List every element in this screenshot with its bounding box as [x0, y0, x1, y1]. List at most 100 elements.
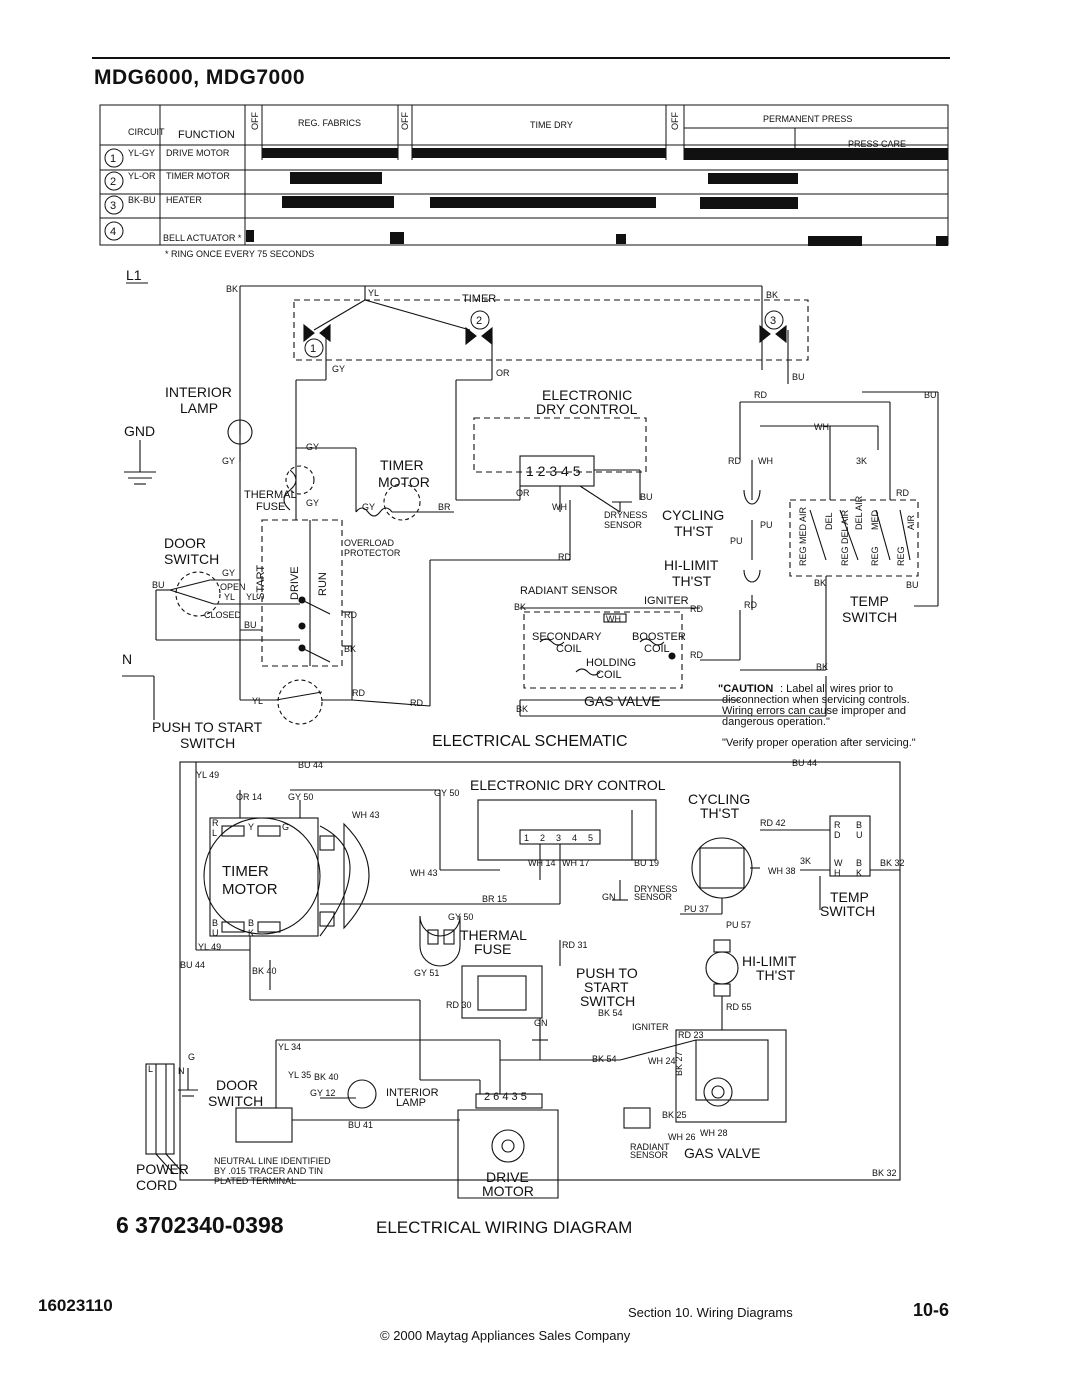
wire-label: BU 41: [348, 1120, 373, 1130]
l1-label: L1: [126, 267, 142, 283]
wire-label: RD: [690, 650, 703, 660]
chart-row-3: 3 BK-BU HEATER: [104, 195, 202, 215]
wire-label: YL: [246, 592, 257, 602]
temp-term: D: [834, 830, 841, 840]
row-function: DRIVE MOTOR: [166, 148, 230, 158]
edc-pin: 1: [524, 833, 529, 843]
wd-push-label-3: SWITCH: [580, 993, 635, 1009]
wire-label: OR: [516, 488, 530, 498]
temp-pos: REG DEL AIR: [840, 509, 850, 566]
temp-term: H: [834, 868, 841, 878]
thermal-fuse-label-1: THERMAL: [244, 489, 297, 501]
timer-term: Y: [248, 822, 254, 832]
wd-l-term: L: [148, 1064, 153, 1074]
wire-label: BU: [792, 372, 805, 382]
doc-number: 16023110: [38, 1296, 113, 1315]
row-function: TIMER MOTOR: [166, 171, 230, 181]
wire-label: YL 49: [196, 770, 219, 780]
wd-lamp-label-1: INTERIOR: [386, 1087, 439, 1099]
wd-push-label-1: PUSH TO: [576, 965, 638, 981]
timer-term: B: [212, 918, 218, 928]
door-open-label: OPEN: [220, 582, 246, 592]
holding-coil-label-2: COIL: [596, 669, 622, 681]
wd-motor-pins: 2 6 4 3 5: [484, 1091, 527, 1103]
temp-term: U: [856, 830, 863, 840]
cycle-reg-fabrics: REG. FABRICS: [298, 118, 361, 128]
row-function: HEATER: [166, 195, 202, 205]
wire-label: GY: [222, 568, 235, 578]
wire-label: BU 19: [634, 858, 659, 868]
drive-label: DRIVE: [289, 566, 301, 600]
edc-pin-labels: 1 2 3 4 5: [524, 833, 593, 843]
wire-label: GY: [362, 502, 375, 512]
wd-igniter-label: IGNITER: [632, 1022, 669, 1032]
wire-label: WH 26: [668, 1132, 696, 1142]
temp-pos: AIR: [906, 514, 916, 530]
wd-power-label-1: POWER: [136, 1161, 189, 1177]
wire-label: PU 37: [684, 904, 709, 914]
door-switch-label-2: SWITCH: [164, 551, 219, 567]
wire-label: RD 31: [562, 940, 588, 950]
wire-label: WH 24: [648, 1056, 676, 1066]
temp-switch-positions: REG MED AIR DEL REG DEL AIR DEL AIR MED …: [798, 495, 916, 566]
circle-2-label: 2: [476, 315, 482, 327]
wd-edc-label: ELECTRONIC DRY CONTROL: [470, 777, 666, 793]
wire-label: YL 49: [198, 942, 221, 952]
copyright: © 2000 Maytag Appliances Sales Company: [380, 1328, 631, 1343]
wire-label: WH: [758, 456, 773, 466]
thermal-fuse-label-2: FUSE: [256, 501, 285, 513]
wire-label: BU 44: [298, 760, 323, 770]
edc-label-2: DRY CONTROL: [536, 401, 638, 417]
wd-door-label-2: SWITCH: [208, 1093, 263, 1109]
section-label: Section 10. Wiring Diagrams: [628, 1305, 793, 1320]
wire-label: YL: [252, 696, 263, 706]
wire-label: GY 51: [414, 968, 439, 978]
wire-label: RD: [558, 552, 571, 562]
wire-label: BK 27: [674, 1051, 684, 1076]
wire-label: RD 42: [760, 818, 786, 828]
overload-label-1: OVERLOAD: [344, 538, 395, 548]
gnd-label: GND: [124, 423, 155, 439]
wire-label: BK 32: [872, 1168, 897, 1178]
wire-label: BK: [514, 602, 526, 612]
temp-term: B: [856, 820, 862, 830]
wd-dryness-label-2: SENSOR: [634, 892, 673, 902]
wd-drive-label-1: DRIVE: [486, 1169, 529, 1185]
verify-note: "Verify proper operation after servicing…: [722, 737, 916, 749]
wd-timer-label-1: TIMER: [222, 863, 269, 880]
wire-label: BU: [640, 492, 653, 502]
wire-label: BR: [438, 502, 451, 512]
wire-label: BR 15: [482, 894, 507, 904]
booster-coil-label-1: BOOSTER: [632, 631, 686, 643]
timer-term: R: [212, 818, 219, 828]
temp-pos: REG: [870, 546, 880, 566]
wd-radiant-label-1: RADIANT: [630, 1142, 670, 1152]
wd-drive-label-2: MOTOR: [482, 1183, 534, 1199]
wd-neutral-note-1: NEUTRAL LINE IDENTIFIED: [214, 1156, 331, 1166]
edc-pin: 4: [572, 833, 577, 843]
hilimit-label-2: TH'ST: [672, 573, 712, 589]
temp-pos: REG: [896, 546, 906, 566]
col-circuit: CIRCUIT: [128, 127, 165, 137]
schematic-wire-labels: BK YL BK GY OR BU RD BU WH RD WH GY GY G…: [152, 284, 937, 714]
wire-label: WH 14: [528, 858, 556, 868]
wire-label: GY 50: [434, 788, 459, 798]
wire-label: BK 54: [598, 1008, 623, 1018]
wire-label: YL: [224, 592, 235, 602]
wire-label: WH: [552, 502, 567, 512]
row-circuit: BK-BU: [128, 195, 156, 205]
caution-line-4: dangerous operation.": [722, 716, 830, 728]
wiring-diagram-title: ELECTRICAL WIRING DIAGRAM: [376, 1218, 633, 1237]
cycling-label-1: CYCLING: [662, 507, 724, 523]
wire-label: RD: [728, 456, 741, 466]
wd-gn-label-2: GN: [602, 892, 616, 902]
caution-line-2: disconnection when servicing controls.: [722, 694, 910, 706]
wire-label: GY: [332, 364, 345, 374]
wd-power-label-2: CORD: [136, 1177, 177, 1193]
row-num: 1: [110, 153, 116, 165]
timer-term: K: [248, 928, 254, 938]
wd-n-term: N: [178, 1066, 185, 1076]
chart-row-2: 2 YL-OR TIMER MOTOR: [104, 171, 230, 191]
row-function: BELL ACTUATOR *: [163, 233, 242, 243]
